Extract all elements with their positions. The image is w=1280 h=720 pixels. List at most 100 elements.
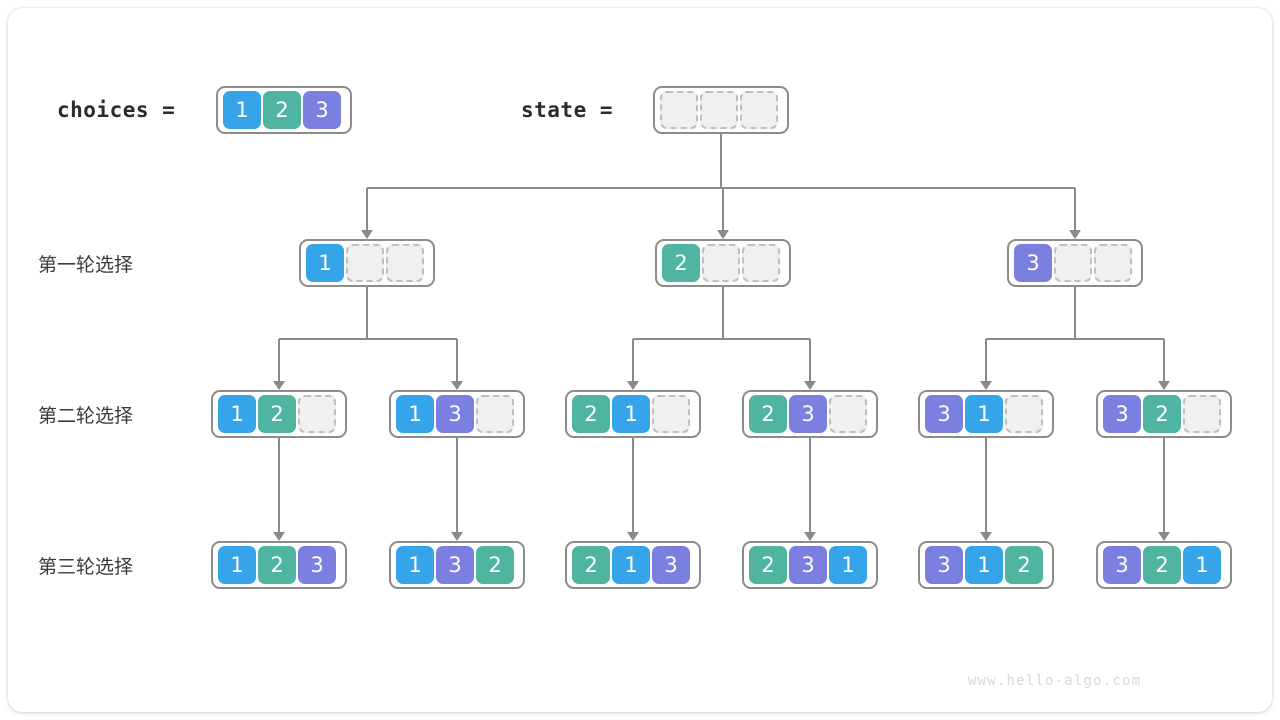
node-13-cell-1: 3 — [436, 395, 474, 433]
node-321-cell-1: 2 — [1143, 546, 1181, 584]
edge-l2-1-shaft — [455, 438, 459, 533]
node-231-cell-2: 1 — [829, 546, 867, 584]
node-312-cell-1: 1 — [965, 546, 1003, 584]
state-array-cell-2 — [740, 91, 778, 129]
edge-l1-0-b-shaft — [455, 339, 459, 382]
node-13-cell-0: 1 — [396, 395, 434, 433]
l1-stem-2 — [1073, 287, 1077, 339]
node-312-cell-0: 3 — [925, 546, 963, 584]
node-3-cell-0: 3 — [1014, 244, 1052, 282]
node-1-cell-0: 1 — [306, 244, 344, 282]
edge-l2-0-head — [273, 532, 285, 541]
node-123-cell-0: 1 — [218, 546, 256, 584]
edge-l2-4-head — [980, 532, 992, 541]
edge-root-0-head — [361, 230, 373, 239]
edge-root-1-shaft — [721, 188, 725, 231]
node-2-cell-2 — [742, 244, 780, 282]
l1-stem-0 — [365, 287, 369, 339]
edge-l1-0-a-head — [273, 381, 285, 390]
node-32-cell-1: 2 — [1143, 395, 1181, 433]
edge-l1-1-b-head — [804, 381, 816, 390]
node-132-cell-0: 1 — [396, 546, 434, 584]
edge-l1-2-a-shaft — [984, 339, 988, 382]
node-231-cell-0: 2 — [749, 546, 787, 584]
l1-bus-0 — [279, 337, 457, 341]
root-bus — [367, 186, 1075, 190]
edge-l2-5-head — [1158, 532, 1170, 541]
edge-l1-0-a-shaft — [277, 339, 281, 382]
choices-label: choices = — [57, 98, 176, 122]
edge-l2-0-shaft — [277, 438, 281, 533]
state-label: state = — [521, 98, 614, 122]
node-3: 3 — [1007, 239, 1143, 287]
edge-l2-3-head — [804, 532, 816, 541]
node-213-cell-2: 3 — [652, 546, 690, 584]
node-31-cell-0: 3 — [925, 395, 963, 433]
row-label-level3: 第三轮选择 — [38, 557, 134, 578]
root-stem — [719, 134, 723, 188]
l1-bus-1 — [633, 337, 810, 341]
edge-l1-1-b-shaft — [808, 339, 812, 382]
node-213-cell-1: 1 — [612, 546, 650, 584]
node-12-cell-0: 1 — [218, 395, 256, 433]
node-2-cell-1 — [702, 244, 740, 282]
node-321-cell-2: 1 — [1183, 546, 1221, 584]
state-array-cell-1 — [700, 91, 738, 129]
node-132-cell-2: 2 — [476, 546, 514, 584]
row-label-level1: 第一轮选择 — [38, 255, 134, 276]
edge-l1-2-b-head — [1158, 381, 1170, 390]
choices-array-cell-2: 3 — [303, 91, 341, 129]
edge-root-2-head — [1069, 230, 1081, 239]
node-13-cell-2 — [476, 395, 514, 433]
l1-stem-1 — [721, 287, 725, 339]
node-32-cell-2 — [1183, 395, 1221, 433]
node-32-cell-0: 3 — [1103, 395, 1141, 433]
node-312-cell-2: 2 — [1005, 546, 1043, 584]
node-12-cell-2 — [298, 395, 336, 433]
edge-l1-1-a-head — [627, 381, 639, 390]
node-2-cell-0: 2 — [662, 244, 700, 282]
node-23-cell-2 — [829, 395, 867, 433]
node-23-cell-0: 2 — [749, 395, 787, 433]
edge-l2-5-shaft — [1162, 438, 1166, 533]
node-21-cell-1: 1 — [612, 395, 650, 433]
node-231-cell-1: 3 — [789, 546, 827, 584]
edge-l2-1-head — [451, 532, 463, 541]
node-1-cell-1 — [346, 244, 384, 282]
choices-array-cell-0: 1 — [223, 91, 261, 129]
edge-l1-0-b-head — [451, 381, 463, 390]
node-1: 1 — [299, 239, 435, 287]
node-3-cell-2 — [1094, 244, 1132, 282]
node-3-cell-1 — [1054, 244, 1092, 282]
edge-l1-2-b-shaft — [1162, 339, 1166, 382]
node-12-cell-1: 2 — [258, 395, 296, 433]
node-1-cell-2 — [386, 244, 424, 282]
node-21-cell-0: 2 — [572, 395, 610, 433]
node-2: 2 — [655, 239, 791, 287]
node-31-cell-2 — [1005, 395, 1043, 433]
node-123-cell-1: 2 — [258, 546, 296, 584]
edge-root-2-shaft — [1073, 188, 1077, 231]
l1-bus-2 — [986, 337, 1164, 341]
edge-root-1-head — [717, 230, 729, 239]
watermark: www.hello-algo.com — [968, 673, 1142, 689]
state-array — [653, 86, 789, 134]
state-array-cell-0 — [660, 91, 698, 129]
node-23-cell-1: 3 — [789, 395, 827, 433]
choices-array-cell-1: 2 — [263, 91, 301, 129]
node-132-cell-1: 3 — [436, 546, 474, 584]
edge-l1-1-a-shaft — [631, 339, 635, 382]
